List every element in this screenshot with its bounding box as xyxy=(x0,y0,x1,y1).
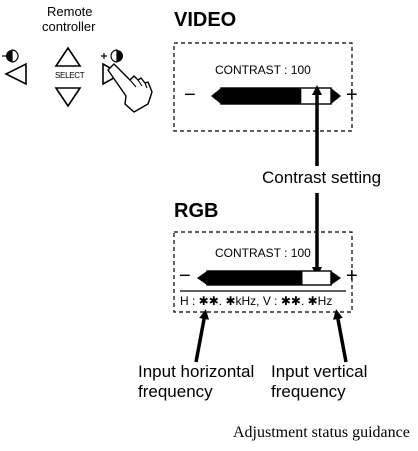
select-label: SELECT xyxy=(55,71,85,80)
up-triangle-icon xyxy=(54,46,82,67)
video-plus-sign: + xyxy=(346,84,358,106)
contrast-down-button[interactable] xyxy=(2,49,27,86)
remote-controller xyxy=(2,46,153,113)
bar-left-arrow-icon xyxy=(197,271,207,285)
video-title: VIDEO xyxy=(174,9,237,31)
select-button[interactable] xyxy=(54,46,82,108)
down-triangle-icon xyxy=(54,87,82,108)
bar-left-arrow-icon xyxy=(211,88,221,104)
remote-label-line2: controller xyxy=(42,19,96,34)
arrow-to-vertical-frequency xyxy=(333,309,348,363)
contrast-half-circle-icon xyxy=(117,50,123,62)
rgb-plus-sign: + xyxy=(346,265,358,287)
bar-right-arrow-icon xyxy=(331,271,341,285)
video-osd-box xyxy=(173,42,353,132)
contrast-half-circle-icon xyxy=(11,49,19,63)
rgb-frequency-readout: H : ✱✱. ✱kHz, V : ✱✱. ✱Hz xyxy=(180,294,333,308)
vertical-frequency-label-line2: frequency xyxy=(271,382,346,401)
pressing-hand-icon xyxy=(107,63,153,113)
bar-right-arrow-icon xyxy=(331,88,341,104)
left-triangle-icon xyxy=(4,62,27,86)
remote-label-line1: Remote xyxy=(47,4,93,19)
rgb-minus-sign: − xyxy=(179,265,191,287)
vertical-frequency-label-line1: Input vertical xyxy=(271,362,368,381)
video-bar-fill xyxy=(221,88,302,104)
rgb-osd-text: CONTRAST : 100 xyxy=(215,246,311,260)
horizontal-frequency-label-line1: Input horizontal xyxy=(138,362,255,381)
video-minus-sign: − xyxy=(184,84,196,106)
contrast-setting-label: Contrast setting xyxy=(262,168,382,187)
diagram-caption: Adjustment status guidance xyxy=(233,424,410,441)
video-contrast-bar xyxy=(211,87,341,105)
contrast-up-button[interactable] xyxy=(101,49,153,113)
video-osd-text: CONTRAST : 100 xyxy=(215,63,311,77)
horizontal-frequency-label-line2: frequency xyxy=(138,382,213,401)
rgb-osd-box xyxy=(173,231,353,313)
rgb-bar-fill xyxy=(207,271,303,285)
rgb-title: RGB xyxy=(174,200,219,222)
rgb-contrast-bar xyxy=(197,270,341,286)
arrow-to-horizontal-frequency xyxy=(194,309,209,363)
